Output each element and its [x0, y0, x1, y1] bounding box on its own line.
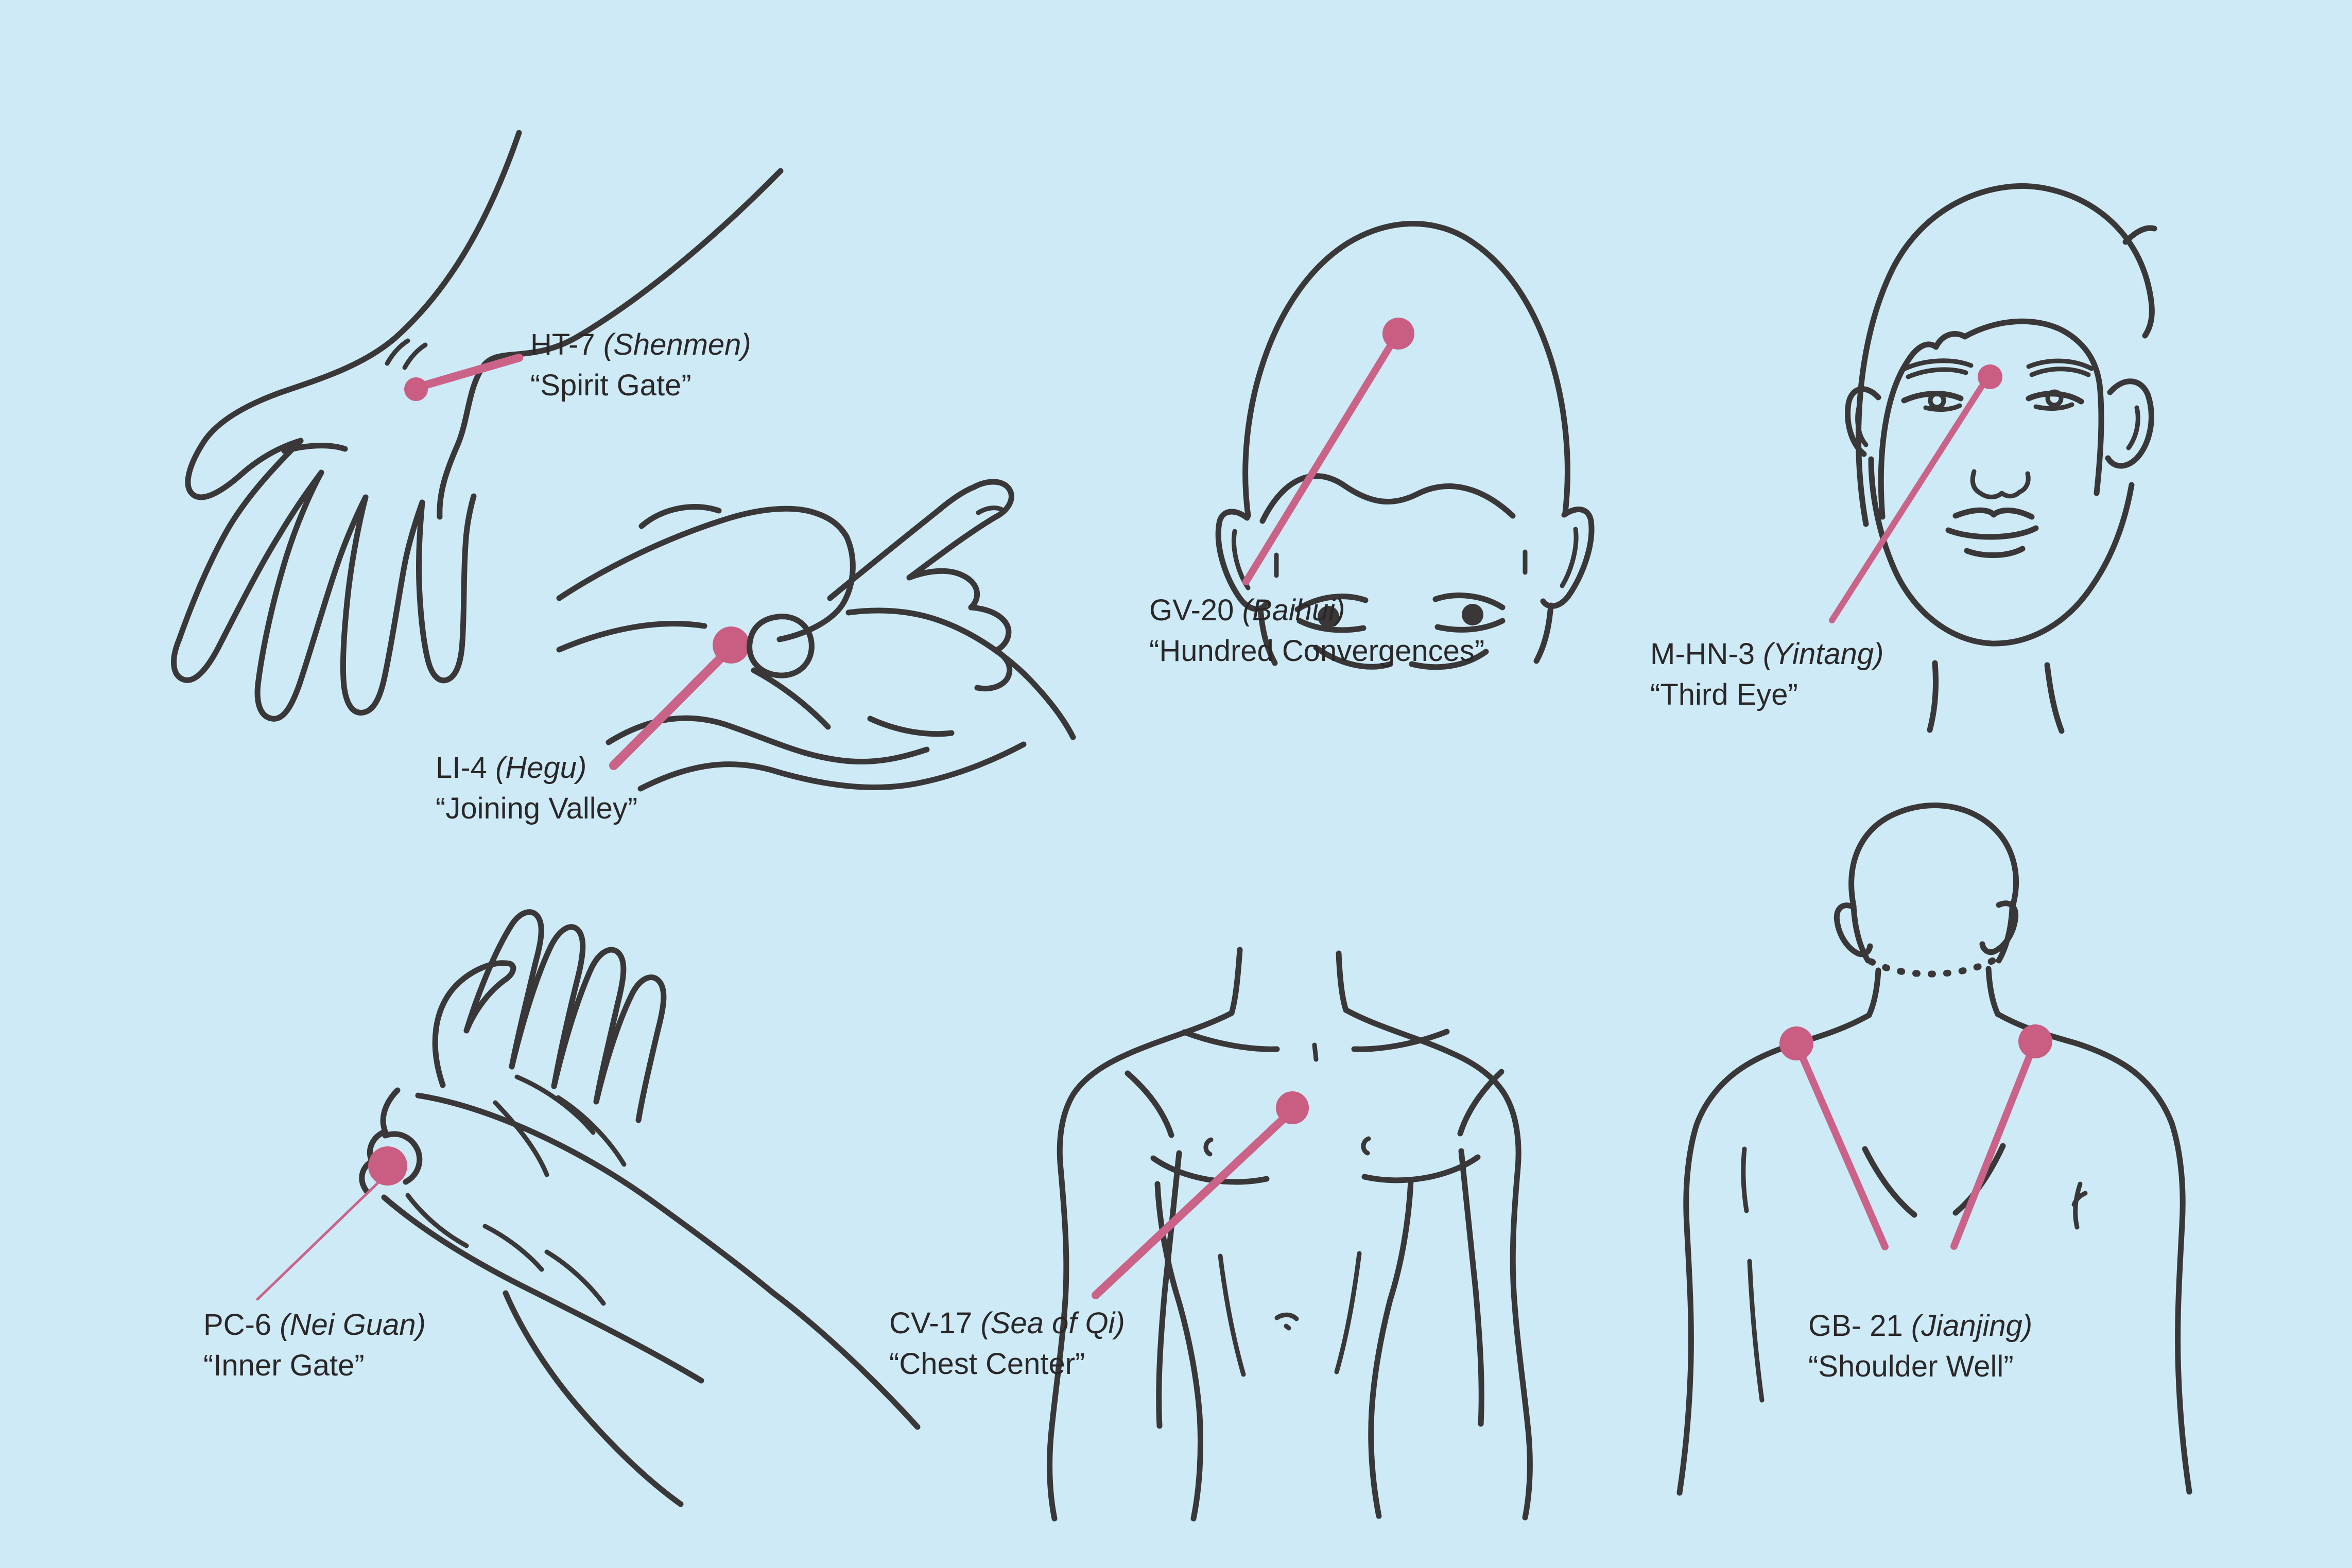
li4-leader-line	[609, 653, 725, 770]
gb21-leader-line	[1950, 1038, 2039, 1250]
point-code-line: GB- 21 (Jianjing)	[1808, 1309, 2033, 1343]
cv17-leader-line	[1092, 1115, 1287, 1299]
ht7-leader-line	[421, 354, 523, 389]
figure-face-mhn3	[1845, 183, 2157, 734]
pc6-point-dot	[368, 1146, 407, 1186]
ht7-point-dot	[404, 377, 428, 401]
point-code-line: GV-20 (Baihui)	[1149, 594, 1345, 627]
point-english-name: “Joining Valley”	[436, 792, 638, 825]
label-li4: LI-4 (Hegu) “Joining Valley”	[436, 747, 637, 829]
figure-torso-cv17	[1047, 947, 1533, 1522]
label-gb21: GB- 21 (Jianjing) “Shoulder Well”	[1808, 1305, 2032, 1387]
figure-hands-pc6	[359, 909, 921, 1507]
label-gv20: GV-20 (Baihui) “Hundred Convergences”	[1149, 590, 1484, 671]
point-english-name: “Spirit Gate”	[530, 369, 691, 402]
pc6-leader-line	[256, 1178, 383, 1301]
point-english-name: “Shoulder Well”	[1808, 1350, 2014, 1383]
figure-hands-li4	[556, 479, 1076, 792]
point-english-name: “Hundred Convergences”	[1149, 634, 1485, 668]
label-ht7: HT-7 (Shenmen) “Spirit Gate”	[530, 324, 751, 406]
gb21-leader-line	[1793, 1040, 1889, 1250]
point-english-name: “Chest Center”	[889, 1347, 1085, 1381]
cv17-point-dot	[1276, 1091, 1309, 1124]
point-code-line: HT-7 (Shenmen)	[530, 328, 751, 361]
li4-point-dot	[713, 626, 750, 664]
label-pc6: PC-6 (Nei Guan) “Inner Gate”	[203, 1304, 426, 1386]
point-english-name: “Third Eye”	[1650, 678, 1798, 711]
gb21-point-dot	[2018, 1024, 2052, 1058]
gb21-point-dot	[1779, 1026, 1813, 1060]
mhn3-point-dot	[1978, 364, 2002, 389]
gv20-point-dot	[1382, 318, 1414, 350]
figure-back-shoulders-gb21	[1676, 803, 2192, 1496]
mhn3-leader-line	[1829, 384, 1984, 623]
overlapping-strokes	[382, 614, 815, 1185]
label-mhn3: M-HN-3 (Yintang) “Third Eye”	[1650, 634, 1883, 715]
acupoint-overlays	[256, 318, 2052, 1301]
point-code-line: PC-6 (Nei Guan)	[203, 1308, 426, 1341]
point-code-line: LI-4 (Hegu)	[436, 751, 587, 785]
label-cv17: CV-17 (Sea of Qi) “Chest Center”	[889, 1303, 1125, 1384]
point-english-name: “Inner Gate”	[203, 1349, 365, 1382]
point-code-line: CV-17 (Sea of Qi)	[889, 1306, 1125, 1340]
point-code-line: M-HN-3 (Yintang)	[1650, 637, 1884, 671]
gv20-leader-line	[1242, 342, 1394, 585]
figure-hand-wrist-ht7	[171, 130, 784, 722]
